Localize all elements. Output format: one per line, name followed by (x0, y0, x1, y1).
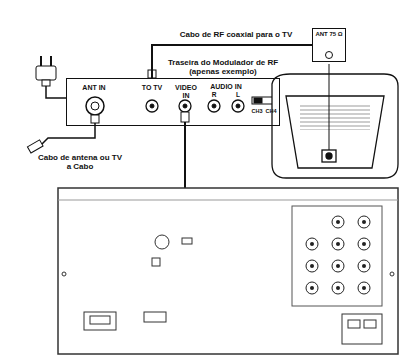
jack (306, 282, 318, 294)
jack-pin (310, 242, 314, 246)
jack-pin (336, 220, 340, 224)
jack-pin (362, 286, 366, 290)
jack-label: AUDIO IN (210, 83, 242, 91)
node-text: ANT 75 Ω (313, 29, 345, 38)
cable-label: Cabo de RF coaxial para o TV (178, 31, 294, 40)
tv-set (272, 64, 398, 178)
jack (332, 282, 344, 294)
jack-label: ANT IN (82, 84, 105, 92)
jack (332, 260, 344, 272)
jack (332, 216, 344, 228)
jack (306, 260, 318, 272)
connector-callout: ANT 75 Ω (312, 28, 346, 62)
jack-label: R (212, 91, 217, 98)
jack (358, 282, 370, 294)
jack-label: VIDEO IN (172, 84, 200, 99)
jack (358, 216, 370, 228)
jack (332, 238, 344, 250)
jack-pin (336, 264, 340, 268)
jack-pin (336, 286, 340, 290)
jack-pin (362, 264, 366, 268)
jack-label: CH4 (265, 108, 276, 114)
player-rear-panel (58, 188, 398, 354)
jack-label: L (236, 91, 240, 98)
player-jacks (306, 216, 370, 294)
jack-label: TO TV (142, 84, 162, 92)
jack-pin (362, 220, 366, 224)
jack (358, 260, 370, 272)
jack-pin (310, 286, 314, 290)
jack (358, 238, 370, 250)
jack-pin (310, 264, 314, 268)
cable-label: Cabo de antena ou TV a Cabo (36, 154, 124, 172)
modulator-jacks (86, 97, 274, 115)
coax-socket (326, 52, 333, 59)
antenna-cable (27, 115, 99, 153)
jack-label: CH3 (251, 108, 262, 114)
jack (306, 238, 318, 250)
power-plug (36, 56, 66, 98)
coax-cable (152, 45, 312, 78)
jack-pin (362, 242, 366, 246)
jack-pin (336, 242, 340, 246)
node-heading: Traseira do Modulador de RF (apenas exem… (159, 58, 287, 76)
